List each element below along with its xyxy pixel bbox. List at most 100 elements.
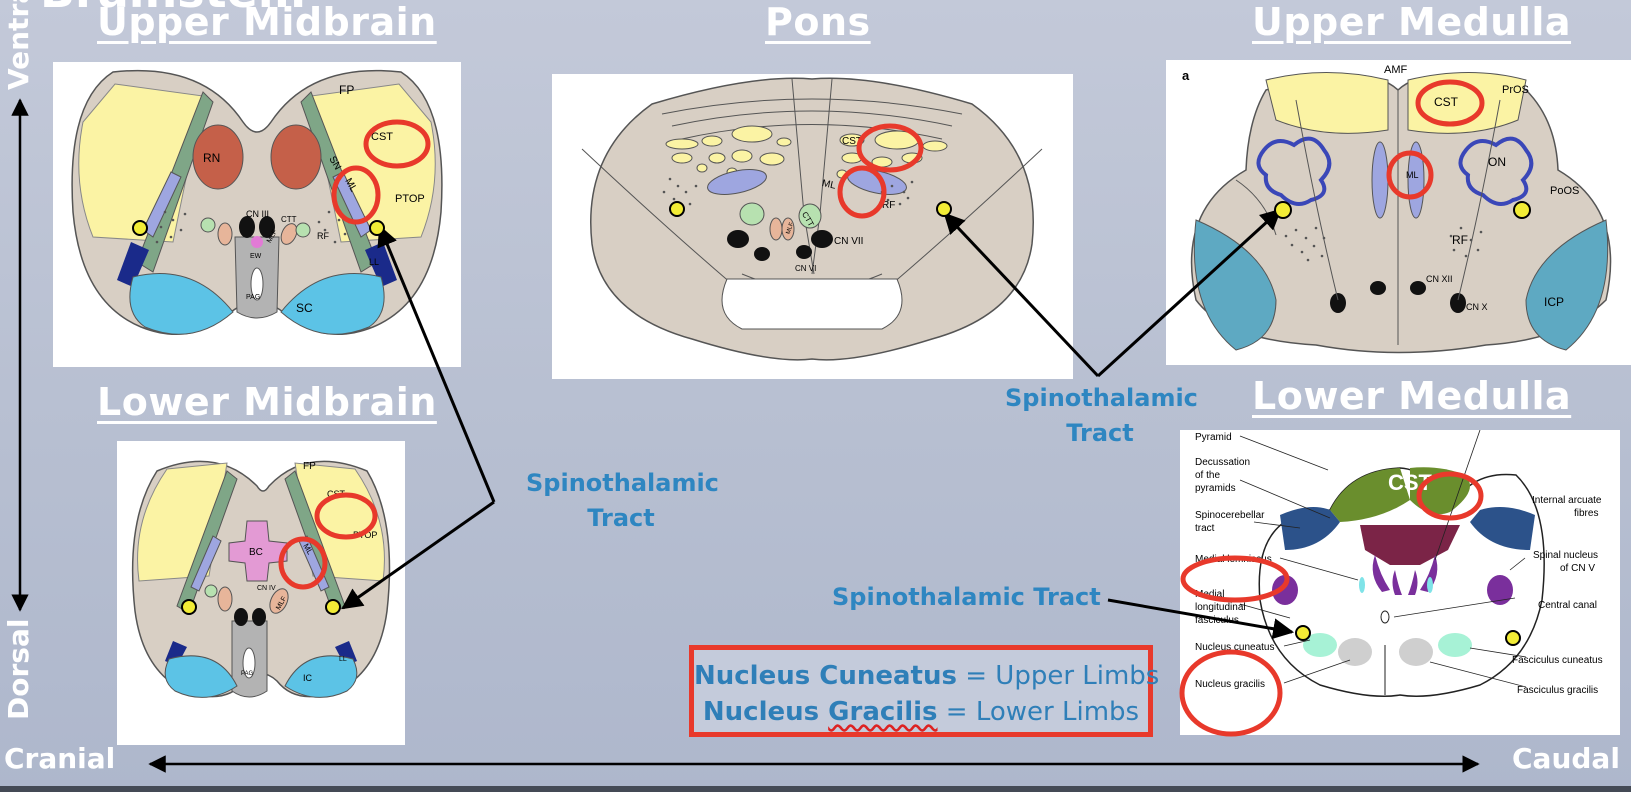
red-circle-upper-midbrain-cst [363,119,431,169]
rf-label: RF [882,200,895,211]
spinocerebellar-label-1: Spinocerebellar [1195,510,1265,521]
spinothalamic-callout-1: Spinothalamic Tract [526,466,719,536]
upper-midbrain-diagram: FP RN CST SN ML PTOP CN III CTT MLF RF E… [53,62,461,367]
bc-label: BC [249,547,263,558]
ml-label: ML [821,178,837,192]
cn12-label: CN XII [1426,274,1453,284]
spinothalamic-callout-1-line1: Spinothalamic [526,469,719,497]
decussation-label-2: of the [1195,470,1220,481]
spinothalamic-dot-pons-left [669,201,685,217]
arrow-to-pons [943,212,1100,378]
slide-title: Brainstem [40,0,306,18]
ic-label: IC [303,673,313,683]
cn6-label: CN VI [795,264,816,273]
pag-label: PAG [246,294,260,301]
nucleus-gracilis-label: Nucleus gracilis [1195,679,1265,690]
on-label: ON [1488,155,1506,169]
spinothalamic-callout-2-line1: Spinothalamic [1005,384,1198,412]
dorsal-column-note: Nucleus Cuneatus = Upper Limbs Nucleus G… [689,645,1159,737]
upper-limbs-text: = Upper Limbs [956,661,1160,691]
upper-midbrain-title: Upper Midbrain [97,0,437,44]
internal-arcuate-label-1: Internal arcuate [1532,495,1602,506]
cn3-label: CN III [246,209,269,219]
fp-label: FP [303,461,316,472]
nucleus-word: Nucleus [702,697,829,727]
poos-label: PoOS [1550,185,1579,197]
rf-label: RF [1452,233,1468,247]
cst-label: CST [1434,95,1459,109]
cst-label: CST [842,136,862,147]
ml-label: ML [1406,170,1419,180]
bottom-bar [0,786,1631,792]
mlf-label-1: Medial [1195,589,1224,600]
rn-label: RN [203,151,220,165]
red-circle-medial-lemniscus [1180,555,1290,603]
upper-medulla-title: Upper Medulla [1252,0,1572,44]
cn7-label: CN VII [834,236,863,247]
fasciculus-cuneatus-label: Fasciculus cuneatus [1512,655,1603,666]
ptop-label: PTOP [395,193,425,205]
lower-limbs-text: = Lower Limbs [937,697,1140,727]
gracilis-word: Gracilis [828,697,938,727]
fasciculus-gracilis-label: Fasciculus gracilis [1517,685,1598,696]
lower-medulla-title: Lower Medulla [1252,374,1572,418]
lower-midbrain-diagram: FP CST BC ML PTOP CN IV MLF PAG LL IC [117,441,405,745]
spinothalamic-callout-2-line2: Tract [1066,419,1134,447]
red-circle-pons-ml [837,165,887,219]
red-circle-pons-cst [856,123,924,173]
red-circle-upper-midbrain-ml [331,165,381,225]
spinothalamic-dot-upper-midbrain-left [132,220,148,236]
arrow-to-upper-medulla [1096,208,1282,378]
sc-label: SC [296,301,313,315]
spinothalamic-callout-2: Spinothalamic Tract [1005,381,1198,451]
icp-label: ICP [1544,295,1564,309]
nucleus-cuneatus-label: Nucleus cuneatus [1195,642,1275,653]
panel-letter: a [1182,68,1190,83]
ew-label: EW [250,253,262,260]
spinothalamic-dot-lower-midbrain-left [181,599,197,615]
ll-label: LL [339,656,347,663]
mlf-label-2: longitudinal [1195,602,1246,613]
note-line-1: Nucleus Cuneatus = Upper Limbs [694,658,1159,694]
lower-medulla-diagram: CST Pyramid Decussation of the pyramids … [1180,430,1620,735]
pons-diagram: CST ML CTT MLF RF CN VII CN VI [552,74,1073,379]
cranial-label: Cranial [4,742,116,775]
mlf-label-3: fasciculus [1195,615,1239,626]
red-circle-upper-medulla-cst [1415,79,1485,127]
pag-label: PAG [241,671,254,677]
pons-title: Pons [765,0,871,44]
pyramid-label: Pyramid [1195,432,1232,443]
upper-medulla-diagram: a AMF CST PrOS ON ML PoOS RF CN XII CN X… [1166,60,1631,365]
arrow-to-lower-midbrain [341,500,495,610]
mlf-label: MLF [786,222,796,236]
spinothalamic-dot-upper-medulla-left [1274,201,1292,219]
pros-label: PrOS [1502,84,1529,96]
cn10-label: CN X [1466,302,1488,312]
red-circle-lower-medulla-cst [1416,471,1484,521]
red-circle-upper-medulla-ml [1386,150,1434,200]
arrow-to-upper-midbrain [377,225,496,503]
note-line-2: Nucleus Gracilis = Lower Limbs [694,694,1148,730]
internal-arcuate-label-2: fibres [1574,508,1598,519]
spinothalamic-callout-3: Spinothalamic Tract [832,583,1101,611]
ll-label: LL [369,257,379,267]
spinal-nucleus-label-1: Spinal nucleus [1533,550,1598,561]
spinal-nucleus-label-2: of CN V [1560,563,1595,574]
spinothalamic-dot-upper-medulla-right [1513,201,1531,219]
caudal-label: Caudal [1512,742,1620,775]
red-circle-dorsal-nuclei [1179,649,1283,737]
red-circle-lower-midbrain-ml [278,536,328,590]
spinocerebellar-label-2: tract [1195,523,1215,534]
spinothalamic-dot-upper-midbrain-right [369,220,385,236]
rf-label: RF [317,231,329,241]
nucleus-cuneatus-text: Nucleus Cuneatus [694,661,957,691]
cst-label: CST [371,131,393,143]
central-canal-label: Central canal [1538,600,1597,611]
spinothalamic-dot-pons-right [936,201,952,217]
decussation-label-3: pyramids [1195,483,1236,494]
spinothalamic-dot-lower-medulla-left [1295,625,1311,641]
spinothalamic-dot-lower-medulla-right [1505,630,1521,646]
fp-label: FP [339,83,354,97]
cn4-label: CN IV [257,585,276,592]
